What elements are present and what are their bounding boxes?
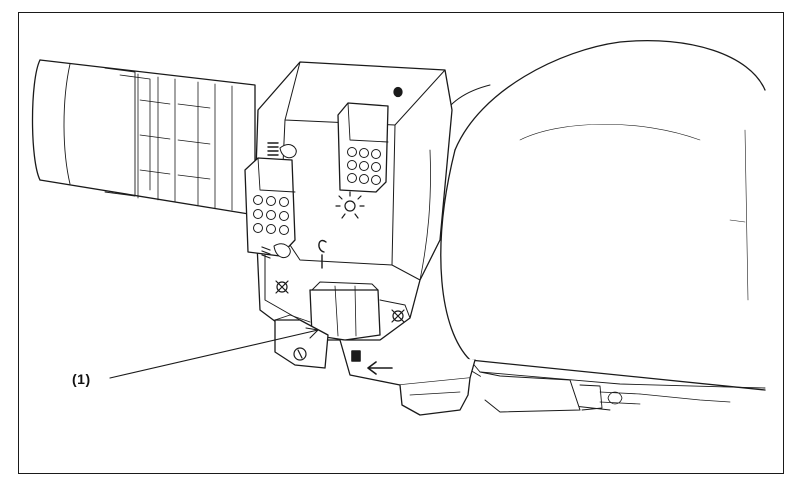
indicator-dot (393, 86, 403, 98)
light-switch-icon (335, 191, 365, 219)
headlight-low-beam-icon (261, 243, 291, 259)
callout-leader-line (109, 329, 319, 379)
fuel-tank-outline (439, 39, 766, 411)
lower-switch-block (264, 254, 731, 416)
headlight-high-beam-icon (267, 142, 297, 159)
dimmer-switch (244, 157, 296, 257)
handlebar-grip (31, 59, 256, 216)
turn-signal-icon (351, 350, 393, 375)
callout-label-1: (1) (72, 371, 91, 387)
light-switch (337, 102, 389, 193)
engine-stop-icon-right (391, 309, 405, 323)
starter-button-icon (318, 239, 327, 269)
engine-stop-icon (275, 280, 289, 294)
horn-icon (293, 347, 307, 361)
